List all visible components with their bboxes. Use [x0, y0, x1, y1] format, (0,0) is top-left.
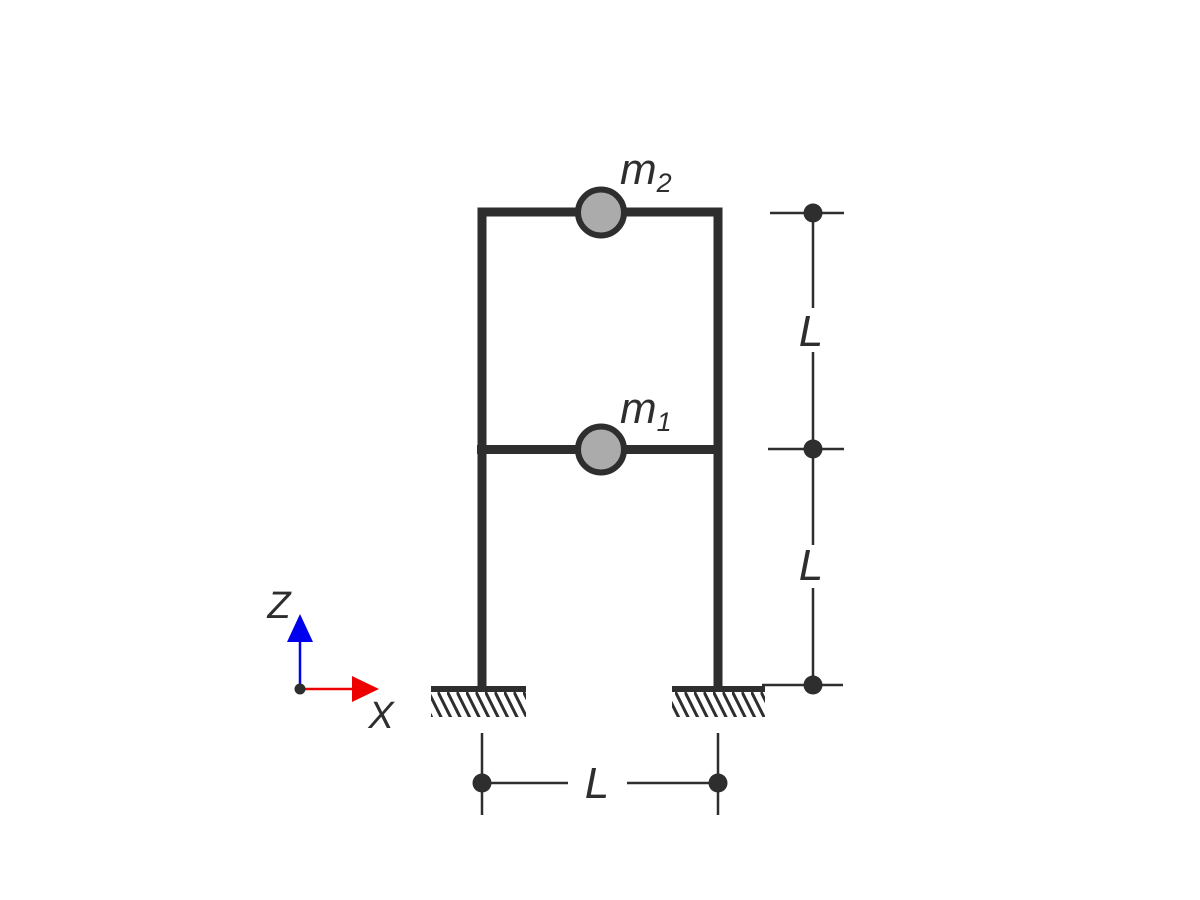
dim-label-bay: L	[585, 759, 609, 808]
mass-subscript: 1	[657, 407, 672, 437]
dimension-chain-vertical: L L	[762, 203, 844, 695]
mass-symbol: m	[620, 145, 657, 194]
dimension-node	[803, 203, 823, 223]
dimension-node	[803, 439, 823, 459]
dimension-node	[803, 675, 823, 695]
fixed-support-left	[431, 686, 526, 717]
mass-node-2: m2	[575, 145, 672, 239]
z-axis-label: Z	[266, 585, 292, 627]
origin-node	[294, 683, 306, 695]
dim-label-upper-story: L	[799, 307, 823, 356]
dimension-node	[708, 773, 728, 793]
mass-label-m1: m1	[620, 384, 672, 437]
x-axis-arrow-icon	[352, 676, 379, 702]
mass-node-1: m1	[575, 384, 672, 476]
dimension-chain-horizontal: L	[472, 733, 728, 815]
x-axis-label: X	[367, 695, 395, 737]
mass-label-m2: m2	[620, 145, 672, 198]
dimension-node	[472, 773, 492, 793]
fixed-support-right	[672, 686, 765, 717]
ground-hatch	[672, 692, 765, 717]
ground-hatch	[431, 692, 526, 717]
z-axis-arrow-icon	[287, 614, 313, 642]
mass-circle	[575, 186, 627, 239]
dim-label-lower-story: L	[799, 541, 823, 590]
coordinate-axes: Z X	[266, 585, 395, 737]
mass-subscript: 2	[656, 168, 672, 198]
mass-circle	[575, 423, 627, 476]
mass-symbol: m	[620, 384, 657, 433]
